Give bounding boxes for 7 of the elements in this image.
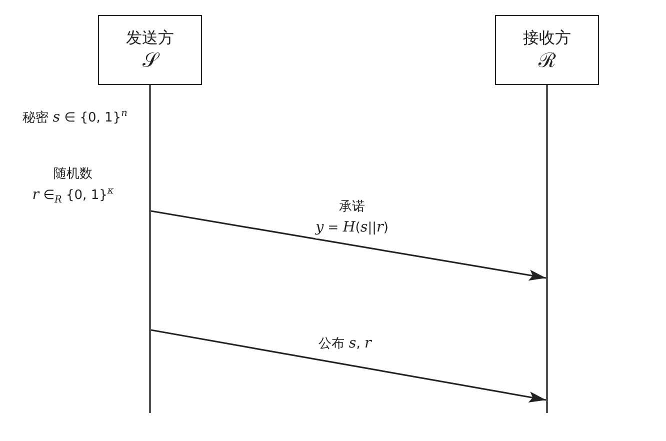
participant-name: 接收方: [523, 28, 571, 48]
message-label: 承诺 y = H(s||r): [316, 198, 388, 238]
participant-name: 发送方: [126, 28, 174, 48]
participant-symbol: 𝒮: [142, 48, 158, 72]
message-arrow: [150, 329, 546, 402]
participant-symbol: ℛ: [538, 48, 556, 72]
message-arrow: [150, 210, 546, 281]
